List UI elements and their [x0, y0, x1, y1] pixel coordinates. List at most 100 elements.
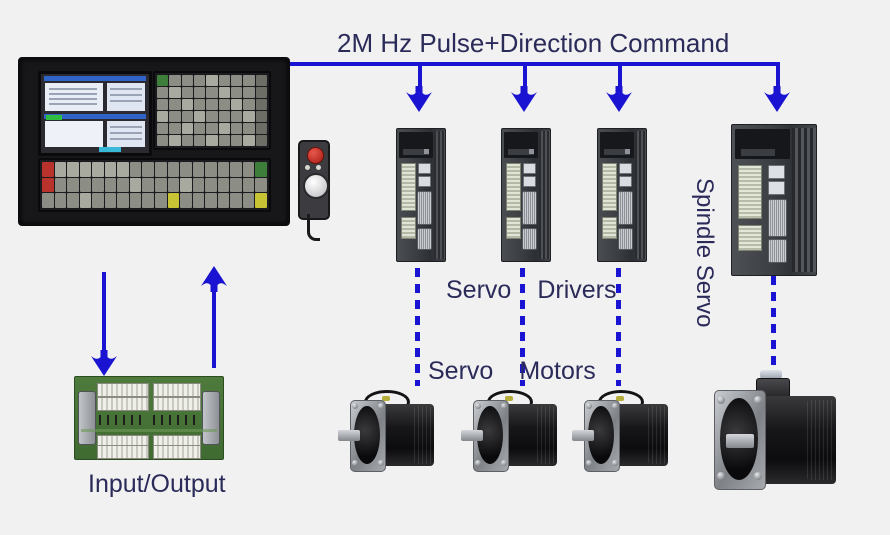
motor-cable-tag-x [382, 396, 390, 401]
arrow-to-driver-1 [404, 86, 434, 112]
driver-top-panel-x [399, 132, 433, 158]
input-output-label: Input/Output [88, 470, 226, 498]
motor-shaft-y [461, 430, 483, 441]
io-terminal-row-4 [153, 397, 201, 411]
motor-bolt-x-2 [352, 460, 358, 466]
driver-dsub-z [618, 191, 633, 225]
arrow-io-input [199, 266, 229, 292]
servo-motors-word-1: Servo [428, 357, 494, 385]
motor-cable-tag-z [616, 396, 624, 401]
io-terminal-row-1 [97, 383, 149, 397]
driver-top-panel-y [504, 132, 538, 158]
pendant-cable [307, 214, 320, 241]
bus-drop-2 [523, 62, 527, 90]
motor-bolt-x-3 [378, 403, 384, 409]
driver-dsub-x [417, 191, 432, 225]
pendant-button-right[interactable] [316, 165, 321, 170]
driver-port-a-y [523, 163, 536, 174]
motor-bolt-x-4 [378, 460, 384, 466]
driver-port-a-z [619, 163, 632, 174]
spindle-drive-top-panel [735, 129, 790, 159]
cnc-keypad[interactable] [153, 71, 271, 150]
driver-heatsink-x [434, 131, 445, 259]
io-dsub-left [78, 391, 96, 445]
arrow-to-driver-3 [604, 86, 634, 112]
spindle-servo-label: Spindle Servo [691, 178, 718, 328]
motor-bolt-y-1 [475, 403, 481, 409]
servo-driver-x[interactable] [396, 128, 446, 262]
driver-terminal-block-y [506, 163, 521, 211]
motor-bolt-x-1 [352, 403, 358, 409]
servo-motor-z[interactable] [572, 390, 668, 482]
io-terminal-row-7 [97, 445, 149, 459]
servo-drivers-word-1: Servo [446, 276, 512, 304]
dashed-link-driver-motor-2 [520, 268, 525, 386]
io-input-wire [212, 288, 216, 368]
servo-drivers-word-2: Drivers [537, 276, 617, 304]
cnc-controller-panel[interactable] [18, 57, 290, 226]
spindle-terminal-block [738, 165, 762, 219]
dashed-link-spindle [771, 276, 776, 382]
arrow-to-driver-2 [509, 86, 539, 112]
spindle-bolt-2 [717, 472, 725, 480]
driver-top-panel-z [600, 132, 634, 158]
dashed-link-driver-motor-3 [616, 268, 621, 386]
driver-heatsink-y [539, 131, 550, 259]
bus-title-label: 2M Hz Pulse+Direction Command [337, 28, 730, 58]
io-dsub-right [202, 391, 220, 445]
driver-dsub-lower-x [417, 228, 432, 250]
servo-drivers-label: Servo Drivers [446, 276, 616, 305]
servo-motors-label: Servo Motors [428, 357, 596, 386]
motor-fins-x [414, 406, 432, 464]
spindle-motor-fins [807, 400, 833, 480]
servo-motors-word-2: Motors [519, 357, 596, 385]
motor-fins-y [537, 406, 555, 464]
io-breakout-board[interactable] [74, 376, 224, 460]
servo-motor-y[interactable] [461, 390, 557, 482]
pendant-button-left[interactable] [305, 165, 310, 170]
driver-dsub-y [522, 191, 537, 225]
driver-dsub-lower-y [522, 228, 537, 250]
spindle-motor[interactable] [704, 370, 836, 490]
emergency-stop-button[interactable] [307, 147, 324, 164]
arrow-io-output [89, 350, 119, 376]
cnc-display-screen [38, 71, 152, 156]
motor-bolt-z-2 [586, 460, 592, 466]
motor-bolt-y-4 [501, 460, 507, 466]
servo-motor-x[interactable] [338, 390, 434, 482]
motor-bolt-y-2 [475, 460, 481, 466]
io-components-left [99, 415, 147, 425]
driver-port-a-x [418, 163, 431, 174]
motor-bolt-z-4 [612, 460, 618, 466]
servo-driver-y[interactable] [501, 128, 551, 262]
spindle-dsub [768, 199, 787, 237]
spindle-port-b [768, 181, 785, 195]
driver-port-b-z [619, 176, 632, 187]
servo-driver-z[interactable] [597, 128, 647, 262]
spindle-motor-shaft [726, 434, 754, 448]
motor-shaft-x [338, 430, 360, 441]
io-terminal-row-8 [153, 445, 201, 459]
motor-cable-tag-y [505, 396, 513, 401]
bus-drop-1 [418, 62, 422, 90]
spindle-drive-heatsink [792, 128, 816, 272]
arrow-to-spindle-drive [762, 86, 792, 112]
io-terminal-row-3 [97, 397, 149, 411]
spindle-terminal-block-lower [738, 225, 762, 251]
spindle-servo-drive[interactable] [731, 124, 817, 276]
motor-bolt-z-1 [586, 403, 592, 409]
spindle-port-a [768, 165, 785, 179]
cnc-function-keys[interactable] [38, 158, 271, 212]
spindle-bolt-4 [754, 472, 762, 480]
motor-bolt-y-3 [501, 403, 507, 409]
spindle-dsub-lower [768, 239, 787, 263]
pulse-direction-bus-line [286, 62, 780, 66]
driver-terminal-block-lower-y [506, 217, 521, 239]
io-trace-line [81, 429, 217, 432]
handheld-pendant[interactable] [298, 140, 330, 220]
io-output-wire [102, 272, 106, 354]
spindle-connector-cap [760, 370, 782, 379]
pendant-handwheel[interactable] [303, 173, 329, 199]
spindle-bolt-3 [754, 396, 762, 404]
